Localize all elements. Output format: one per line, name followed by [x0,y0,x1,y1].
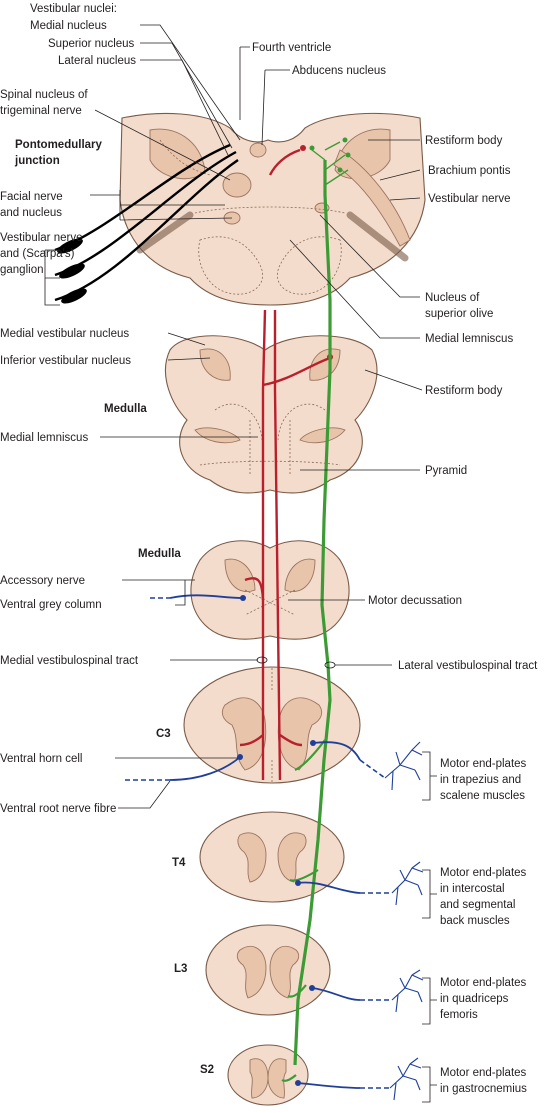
leader-lines [44,24,437,1103]
label-facial-1: Facial nerve [0,191,63,203]
label-ventral-grey-column: Ventral grey column [0,599,102,611]
label-motor-decussation: Motor decussation [368,595,462,607]
label-medulla-1: Medulla [104,403,147,415]
label-fourth-ventricle: Fourth ventricle [252,42,331,54]
label-mep-t4-1: Motor end-plates [440,867,527,879]
label-spinal-trigeminal-2: trigeminal nerve [0,105,82,117]
label-mep-c3-3: scalene muscles [440,790,525,802]
upper-medulla-section [164,335,378,494]
label-medial-vestibulospinal: Medial vestibulospinal tract [0,655,139,667]
vestibular-nerve-fibres [54,143,239,304]
label-mep-l3-3: femoris [440,1009,478,1021]
ganglion-cell-1 [57,238,83,254]
label-mep-c3-1: Motor end-plates [440,758,527,770]
label-t4: T4 [172,857,186,869]
label-superior-olive-1: Nucleus of [425,292,480,304]
ganglion-cell-2 [59,263,85,279]
label-lateral-nucleus: Lateral nucleus [58,55,136,67]
label-brachium-pontis: Brachium pontis [428,165,511,177]
label-pontomedullary-1: Pontomedullary [15,139,103,151]
end-plates-l3 [391,969,424,1013]
label-facial-2: and nucleus [0,207,62,219]
label-accessory-nerve: Accessory nerve [0,575,85,587]
label-ventral-horn-cell: Ventral horn cell [0,753,82,765]
lower-medulla-section [190,540,350,640]
label-abducens-nucleus: Abducens nucleus [292,65,386,77]
label-lateral-vestibulospinal: Lateral vestibulospinal tract [398,660,538,672]
label-vestibular-nuclei: Vestibular nuclei: [30,3,117,15]
end-plates-c3 [384,741,423,791]
lower-motor-neurons [125,594,392,1089]
label-superior-olive-2: superior olive [425,308,493,320]
label-inferior-vestibular-nucleus: Inferior vestibular nucleus [0,355,131,367]
label-medial-nucleus: Medial nucleus [30,20,107,32]
label-mep-c3-2: in trapezius and [440,774,521,786]
label-mep-s2-1: Motor end-plates [440,1067,527,1079]
label-restiform-body-mid: Restiform body [425,385,503,397]
label-vestibular-nerve-right: Vestibular nerve [428,193,510,205]
t4-section [199,811,345,903]
label-mep-t4-2: in intercostal [440,883,505,895]
label-scarpa-2: and (Scarpa's) [0,248,75,260]
label-l3: L3 [174,963,187,975]
label-mep-t4-4: back muscles [440,915,510,927]
label-mep-t4-3: and segmental [440,899,515,911]
label-medial-lemniscus-mid: Medial lemniscus [0,432,88,444]
lateral-vestibulospinal-tract [281,137,351,1082]
label-superior-nucleus: Superior nucleus [48,38,135,50]
label-scarpa-1: Vestibular nerve [0,232,82,244]
s2-section [227,1044,309,1106]
c3-section [183,666,361,784]
label-mep-l3-2: in quadriceps [440,993,509,1005]
label-mep-l3-1: Motor end-plates [440,977,527,989]
label-restiform-body-top: Restiform body [425,135,503,147]
label-medulla-2: Medulla [138,548,181,560]
label-c3: C3 [156,728,171,740]
label-medial-vestibular-nucleus: Medial vestibular nucleus [0,328,129,340]
label-mep-s2-2: in gastrocnemius [440,1083,527,1095]
label-scarpa-3: ganglion [0,264,43,276]
labels: Vestibular nuclei: Medial nucleus Superi… [0,3,538,1095]
end-plates-s2 [389,1057,422,1101]
ganglion-cell-3 [61,288,87,304]
label-spinal-trigeminal-1: Spinal nucleus of [0,89,88,101]
label-medial-lemniscus-top: Medial lemniscus [425,333,513,345]
label-pyramid: Pyramid [425,465,467,477]
label-ventral-root-fibre: Ventral root nerve fibre [0,803,116,815]
label-s2: S2 [200,1064,214,1076]
l3-section [205,924,331,1016]
end-plates-t4 [391,861,424,906]
label-pontomedullary-2: junction [14,155,60,167]
